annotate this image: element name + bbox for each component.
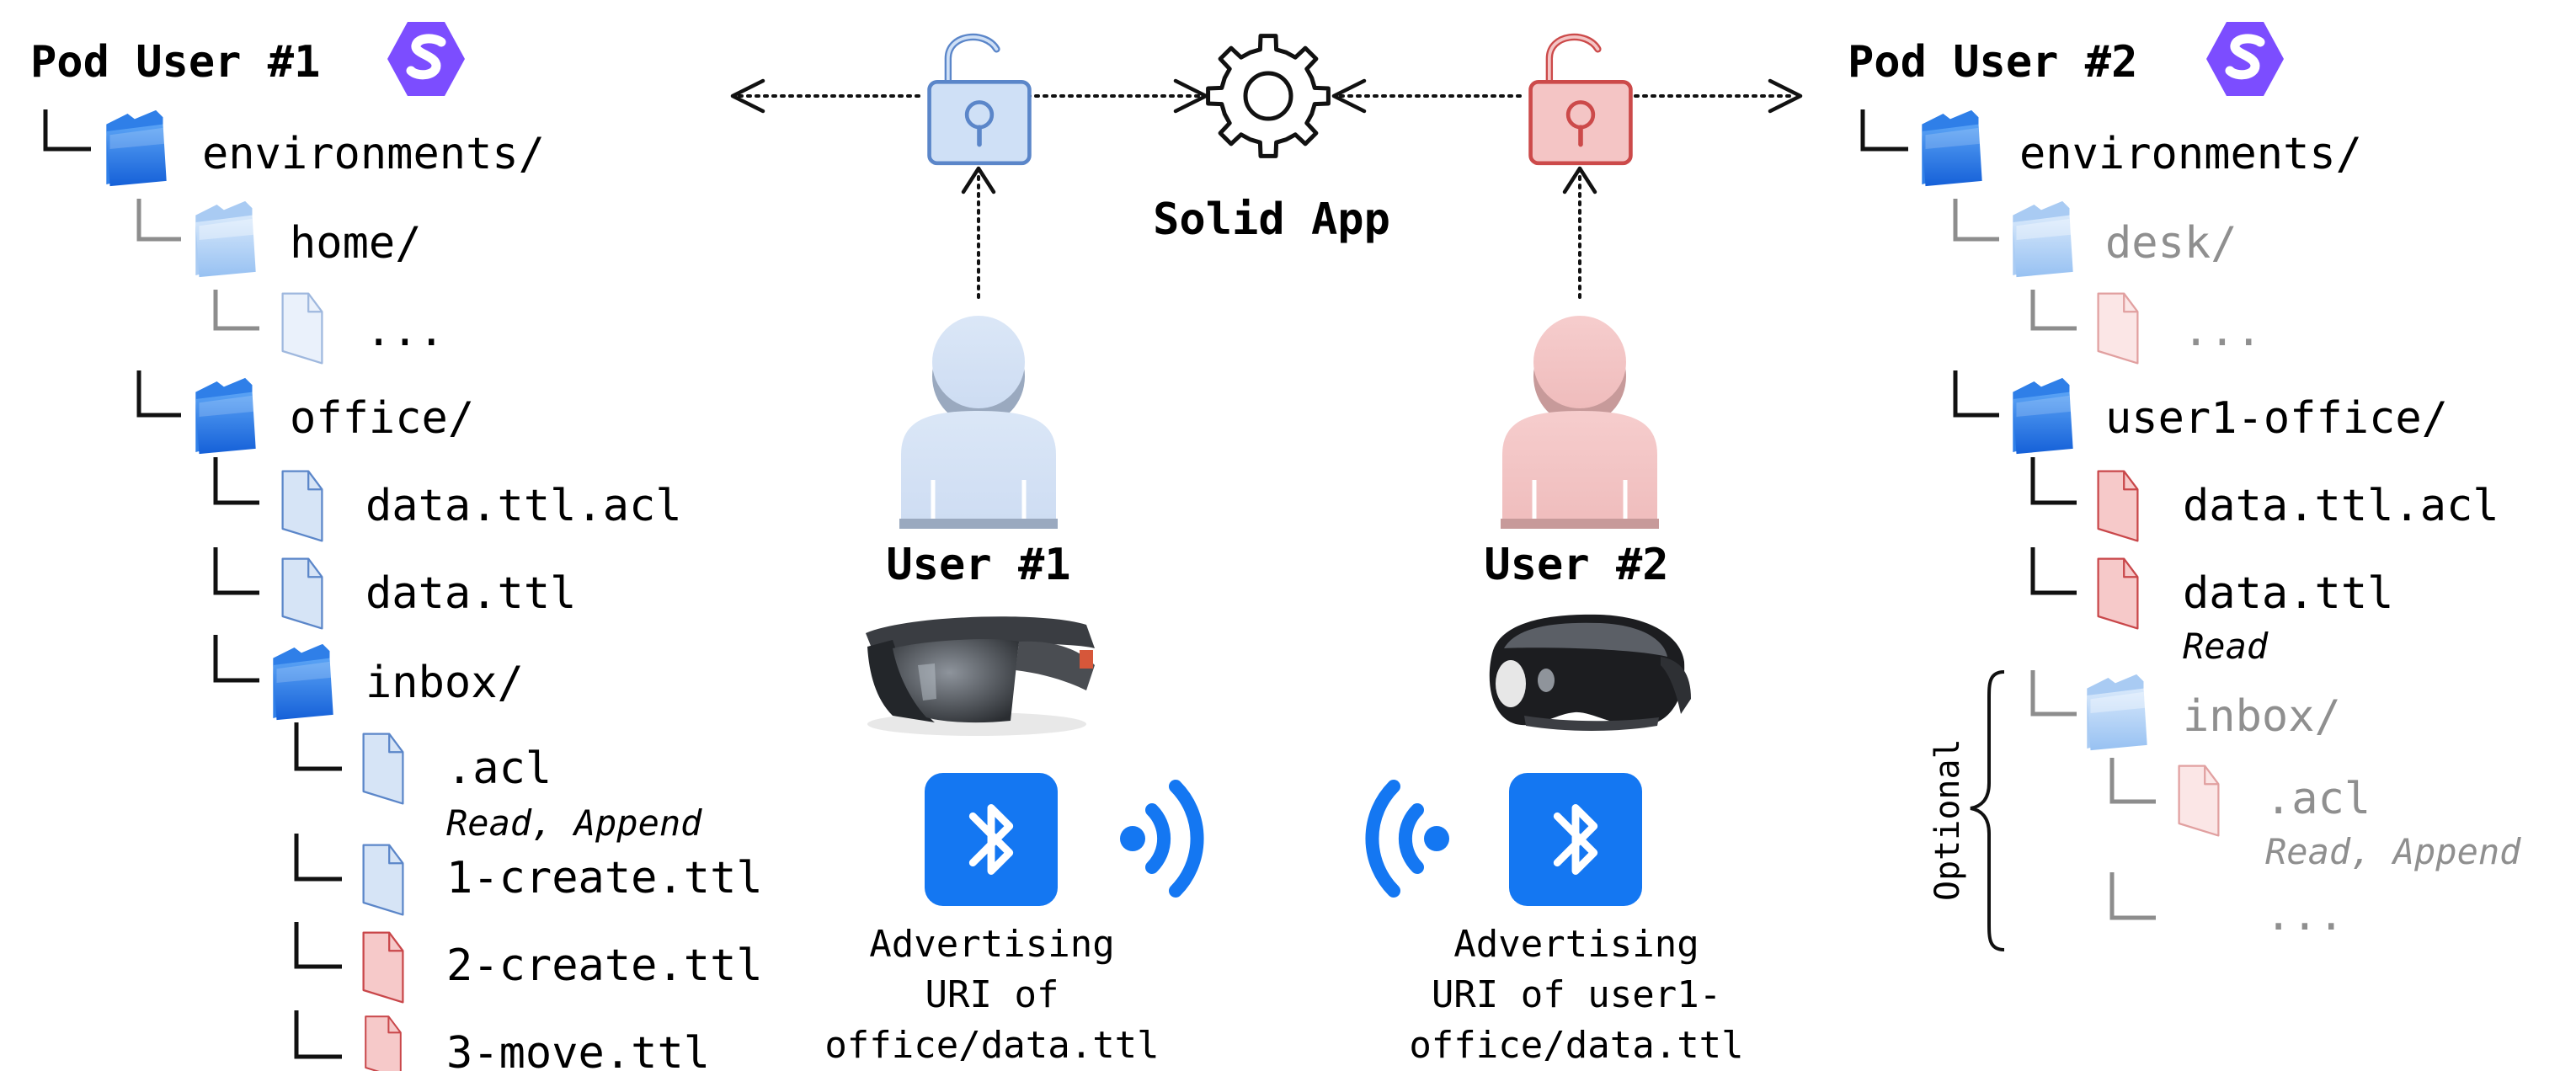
pod2-item-user1-office: user1-office/ [2105, 393, 2448, 444]
adv1-line2: URI of [925, 973, 1059, 1016]
solid-logo-icon [2206, 22, 2284, 96]
tree-connectors-gray [1953, 199, 2156, 920]
file-icon [362, 844, 404, 916]
file-icon [362, 733, 404, 805]
pod1-item-ellipsis: ... [365, 306, 445, 356]
pod1-item-3move: 3-move.ttl [446, 1028, 710, 1071]
center-flow: Solid App User #1 User #2 [730, 34, 1803, 1067]
file-icon [2178, 765, 2220, 837]
lock-open-icon [930, 37, 1030, 163]
file-icon [2097, 557, 2139, 630]
file-icon [281, 557, 323, 630]
user2-label: User #2 [1484, 540, 1668, 590]
pod2-item-ellipsis: ... [2183, 306, 2262, 356]
user-icon [1501, 316, 1659, 529]
folder-icon [2013, 377, 2073, 455]
optional-label: Optional [1928, 738, 1967, 901]
headset-icon [1489, 614, 1691, 731]
bluetooth-icon [925, 773, 1058, 906]
file-icon [362, 931, 404, 1004]
broadcast-icon [1365, 780, 1449, 898]
tree-connectors [1860, 109, 2077, 595]
pod1-item-inbox-acl: .acl [446, 743, 552, 794]
pod2-item-inbox-ellipsis: ... [2265, 890, 2344, 940]
pod1-acl-permissions: Read, Append [446, 802, 702, 844]
adv2-line2: URI of user1- [1432, 973, 1721, 1016]
pod1-item-2create: 2-create.ttl [446, 940, 763, 991]
file-icon [365, 1015, 402, 1071]
adv2-line3: office/data.ttl [1409, 1024, 1743, 1067]
file-icon [281, 292, 323, 365]
folder-icon [273, 643, 333, 721]
solid-app-label: Solid App [1153, 194, 1390, 245]
lock-open-icon [1531, 37, 1631, 163]
pod1-tree: Pod User #1 [30, 22, 763, 1071]
optional-brace [1970, 670, 2005, 951]
pod1-item-inbox: inbox/ [365, 658, 524, 708]
pod2-item-inbox-acl: .acl [2265, 774, 2371, 824]
tree-connectors-gray [136, 199, 259, 331]
folder-icon [1922, 109, 1982, 187]
pod2-tree: Pod User #2 environments/ desk/ ... user [1848, 22, 2521, 951]
folder-icon [2013, 200, 2073, 278]
adv2-line1: Advertising [1453, 923, 1699, 966]
pod2-item-desk: desk/ [2105, 218, 2237, 269]
pod2-item-acl: data.ttl.acl [2183, 481, 2499, 531]
file-icon [281, 470, 323, 542]
file-icon [2097, 292, 2139, 365]
pod1-item-1create: 1-create.ttl [446, 853, 763, 903]
pod2-title: Pod User #2 [1848, 37, 2137, 88]
pod1-item-home: home/ [290, 218, 422, 269]
adv1-line3: office/data.ttl [824, 1024, 1159, 1067]
pod1-title: Pod User #1 [30, 37, 320, 88]
folder-icon [195, 377, 256, 455]
folder-icon [2087, 674, 2147, 751]
headset-icon [866, 616, 1095, 736]
pod1-item-office: office/ [290, 393, 474, 444]
tree-connectors [43, 109, 342, 1059]
pod1-item-data: data.ttl [365, 568, 576, 619]
pod1-item-environments: environments/ [202, 129, 545, 179]
bluetooth-icon [1509, 773, 1642, 906]
broadcast-icon [1120, 780, 1204, 898]
solid-logo-icon [387, 22, 465, 96]
pod1-item-acl: data.ttl.acl [365, 481, 682, 531]
user1-label: User #1 [886, 540, 1070, 590]
user-icon [899, 316, 1058, 529]
pod2-item-inbox: inbox/ [2183, 691, 2341, 742]
file-icon [2097, 470, 2139, 542]
gear-icon [1206, 34, 1331, 158]
pod2-item-environments: environments/ [2019, 129, 2362, 179]
folder-icon [106, 109, 167, 187]
pod2-acl-permissions: Read, Append [2265, 831, 2521, 872]
pod2-data-permission: Read [2183, 626, 2269, 667]
pod2-item-data: data.ttl [2183, 568, 2393, 619]
folder-icon [195, 200, 256, 278]
adv1-line1: Advertising [869, 923, 1114, 966]
